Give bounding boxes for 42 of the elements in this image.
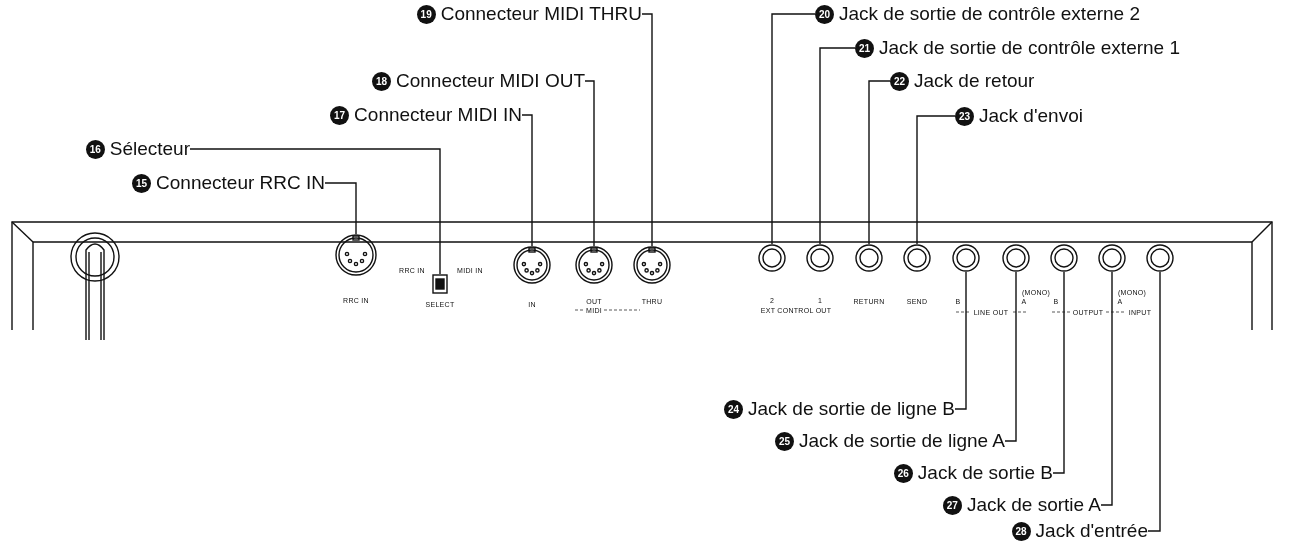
leader-line bbox=[324, 182, 357, 235]
callout-number: 15 bbox=[132, 173, 152, 193]
leader-line bbox=[189, 148, 441, 275]
leader-line bbox=[771, 13, 816, 245]
callout-number: 20 bbox=[815, 4, 834, 24]
leader-line bbox=[641, 13, 653, 247]
callout-label: Connecteur RRC IN bbox=[156, 172, 325, 194]
leader-line bbox=[819, 47, 856, 245]
callout-label: Jack d'entrée bbox=[1035, 520, 1148, 542]
callout-label: Connecteur MIDI OUT bbox=[396, 70, 585, 92]
leader-line bbox=[521, 114, 533, 247]
callout-number: 26 bbox=[893, 463, 913, 483]
leader-line bbox=[1147, 271, 1161, 532]
callout-label: Jack d'envoi bbox=[979, 105, 1083, 127]
leader-line bbox=[1100, 271, 1113, 506]
callout-number: 17 bbox=[330, 105, 350, 125]
leader-line bbox=[954, 271, 967, 410]
callout-number: 18 bbox=[372, 71, 391, 91]
callout-number: 27 bbox=[942, 495, 962, 515]
callout-number: 19 bbox=[416, 4, 436, 24]
leader-line bbox=[868, 80, 891, 245]
callout-number: 21 bbox=[855, 38, 874, 58]
callout-number: 23 bbox=[955, 106, 974, 126]
callout-label: Connecteur MIDI IN bbox=[354, 104, 522, 126]
callout-number: 22 bbox=[890, 71, 909, 91]
callout-label: Jack de retour bbox=[914, 70, 1035, 92]
callout-label: Jack de sortie de contrôle externe 1 bbox=[879, 37, 1180, 59]
callout-number: 28 bbox=[1011, 521, 1031, 541]
callout-label: Sélecteur bbox=[109, 138, 190, 160]
leader-line bbox=[916, 115, 956, 245]
leader-line bbox=[1004, 271, 1017, 442]
callout-number: 16 bbox=[85, 139, 105, 159]
callout-label: Jack de sortie de ligne B bbox=[748, 398, 955, 420]
leader-line bbox=[1052, 271, 1065, 474]
callout-label: Jack de sortie A bbox=[966, 494, 1101, 516]
callout-label: Jack de sortie de ligne A bbox=[799, 430, 1005, 452]
leader-line bbox=[584, 80, 595, 247]
callout-label: Connecteur MIDI THRU bbox=[440, 3, 642, 25]
callout-label: Jack de sortie de contrôle externe 2 bbox=[839, 3, 1140, 25]
callout-number: 24 bbox=[724, 399, 743, 419]
callout-number: 25 bbox=[775, 431, 795, 451]
callout-label: Jack de sortie B bbox=[917, 462, 1053, 484]
